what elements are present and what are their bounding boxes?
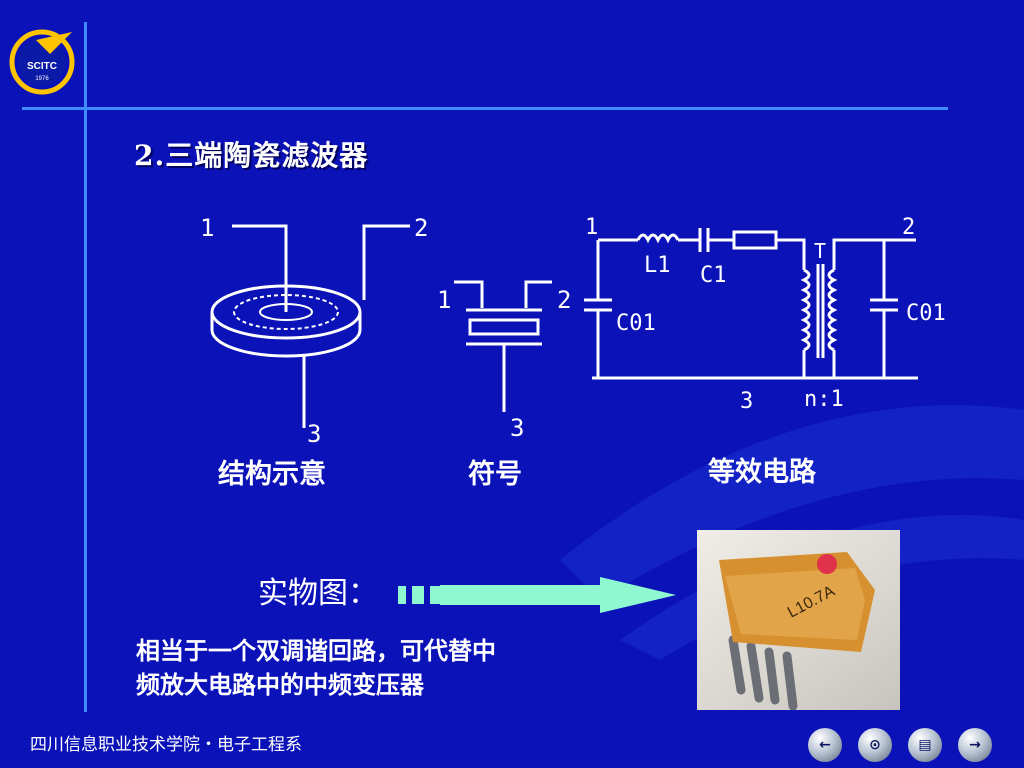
inductor-label: L1: [644, 253, 671, 278]
structure-pin-1: 1: [200, 214, 215, 242]
slide-title: 2.三端陶瓷滤波器: [134, 139, 369, 172]
home-icon: ⊙: [869, 737, 881, 753]
ceramic-filter-photo: L10.7A: [719, 552, 875, 711]
circuit-terminal-2: 2: [902, 215, 915, 240]
symbol-pin-3: 3: [510, 414, 525, 442]
cap-left-label: C01: [616, 311, 656, 336]
structure-pin-2: 2: [414, 214, 429, 242]
cap-right-label: C01: [906, 301, 946, 326]
symbol-pin-1: 1: [437, 286, 452, 314]
circuit-terminal-1: 1: [585, 215, 598, 240]
description: 相当于一个双调谐回路，可代替中 频放大电路中的中频变压器: [136, 634, 576, 702]
symbol-drawing: [454, 280, 552, 412]
structure-drawing: [210, 224, 410, 428]
footer-text: 四川信息职业技术学院・电子工程系: [30, 735, 302, 755]
description-line-2: 频放大电路中的中频变压器: [136, 671, 424, 699]
vertical-rule: [84, 22, 87, 712]
arrow-right-icon: [440, 577, 676, 613]
home-button[interactable]: ⊙: [858, 728, 892, 762]
menu-icon: ▤: [918, 737, 932, 753]
photo-label: 实物图：: [258, 576, 378, 611]
arrow-dashes: [398, 586, 444, 604]
turns-ratio-label: n:1: [804, 387, 844, 412]
filter-diagram: 1 2 3 L1 C1 C01 C01 T n:1: [210, 215, 946, 428]
circuit-terminal-3: 3: [740, 389, 753, 414]
symbol-caption: 符号: [468, 459, 522, 490]
transformer-label: T: [814, 239, 826, 263]
structure-pin-3: 3: [307, 420, 322, 448]
description-line-1: 相当于一个双调谐回路，可代替中: [136, 637, 496, 665]
menu-button[interactable]: ▤: [908, 728, 942, 762]
horizontal-rule: [22, 107, 948, 110]
logo-text: SCITC: [27, 61, 57, 72]
arrow-right-icon: →: [969, 737, 981, 753]
school-logo: SCITC 1976: [6, 22, 78, 100]
next-slide-button[interactable]: →: [958, 728, 992, 762]
prev-slide-button[interactable]: ←: [808, 728, 842, 762]
symbol-pin-2: 2: [557, 286, 572, 314]
arrow-left-icon: ←: [819, 737, 831, 753]
equivalent-caption: 等效电路: [708, 457, 816, 488]
nav-buttons: ← ⊙ ▤ →: [808, 728, 992, 762]
component-photo: L10.7A: [697, 530, 900, 711]
logo-emblem-icon: SCITC 1976: [9, 29, 75, 95]
capacitor-label: C1: [700, 263, 727, 288]
equivalent-circuit: [584, 228, 918, 380]
logo-year: 1976: [35, 76, 49, 82]
structure-caption: 结构示意: [218, 459, 326, 490]
